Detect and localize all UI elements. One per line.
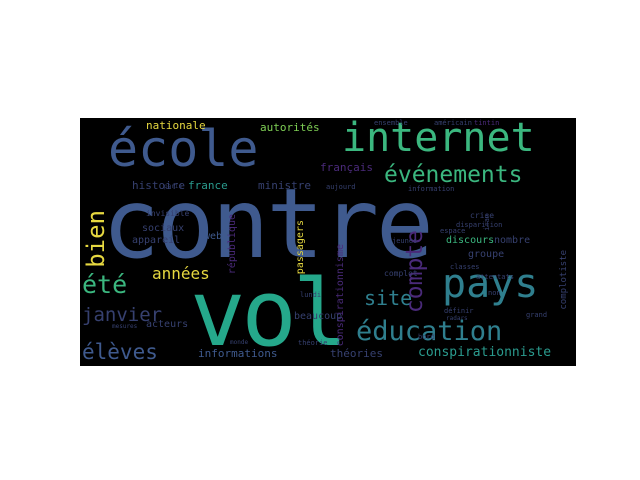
- word-iran: iran: [483, 214, 491, 231]
- word-internet: internet: [342, 118, 535, 161]
- word-annees: années: [152, 264, 210, 283]
- word-crise: crise: [470, 211, 495, 220]
- word-education: éducation: [356, 316, 503, 347]
- word-appareil: appareil: [132, 235, 181, 246]
- word-tintin: tintin: [474, 119, 500, 127]
- word-americain: américain: [434, 119, 472, 127]
- word-mesures: mesures: [112, 323, 138, 330]
- word-jeunes: jeunes: [392, 237, 418, 245]
- word-pays: pays: [442, 261, 539, 307]
- word-theorie: théorie: [298, 339, 328, 347]
- word-disparition: disparition: [456, 221, 503, 229]
- word-republique: république: [227, 214, 238, 275]
- word-complotiste: complotiste: [559, 250, 569, 310]
- word-nombre: nombre: [494, 235, 531, 246]
- word-ecole: école: [108, 120, 259, 178]
- word-grand: grand: [526, 311, 548, 319]
- word-classes: classes: [450, 263, 480, 271]
- word-groupe: groupe: [468, 249, 505, 260]
- word-bord: bord: [418, 333, 435, 341]
- word-sociaux: sociaux: [142, 223, 185, 234]
- word-eleves: élèves: [82, 340, 158, 364]
- word-francais: français: [320, 161, 373, 174]
- word-radars: radars: [446, 315, 468, 322]
- word-nationale: nationale: [146, 119, 206, 132]
- word-invisible: invisible: [146, 209, 190, 218]
- word-lundi: lundi: [300, 291, 322, 299]
- word-janvier: janvier: [82, 304, 163, 326]
- word-france: france: [188, 179, 228, 192]
- word-definir: définir: [444, 307, 474, 315]
- word-histoire: histoire: [132, 179, 185, 192]
- word-passagers: passagers: [295, 220, 306, 275]
- word-web: web: [204, 231, 223, 242]
- word-non: non: [488, 289, 501, 297]
- word-conspirationnisme: conspirationnisme: [335, 244, 346, 347]
- word-site: site: [364, 286, 413, 310]
- word-ete: été: [82, 270, 128, 299]
- word-conspirationniste: conspirationniste: [418, 345, 552, 360]
- word-information: information: [408, 185, 455, 193]
- word-theories: théories: [330, 347, 383, 360]
- word-cloud: contre vol école internet pays événement…: [80, 118, 576, 366]
- word-ensemble: ensemble: [374, 119, 408, 127]
- word-informations: informations: [198, 347, 278, 360]
- word-vol: vol: [190, 260, 348, 366]
- word-attentats: attentats: [476, 273, 514, 281]
- word-aujourd: aujourd: [326, 183, 356, 191]
- word-evenements: événements: [384, 162, 523, 188]
- word-espace: espace: [440, 227, 466, 235]
- word-acteurs: acteurs: [146, 319, 189, 330]
- word-discours: discours: [446, 235, 495, 246]
- word-autorites: autorités: [260, 121, 320, 134]
- word-contre: contre: [102, 168, 434, 280]
- word-beaucoup: beaucoup: [294, 311, 343, 322]
- word-bien: bien: [82, 210, 110, 268]
- word-paris: paris: [164, 183, 183, 190]
- word-ministre: ministre: [258, 179, 311, 192]
- word-monde: monde: [230, 339, 249, 346]
- word-complot: complot: [384, 269, 418, 278]
